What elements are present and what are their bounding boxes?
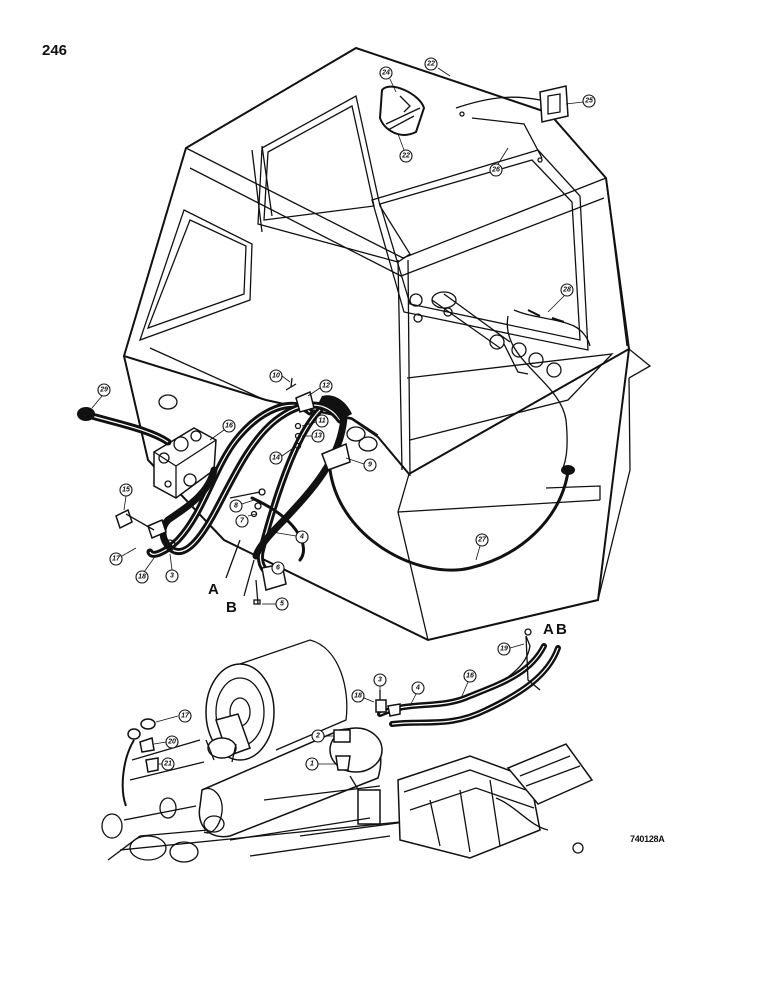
- svg-text:18: 18: [354, 693, 362, 700]
- connection-letter-b: B: [226, 599, 237, 616]
- callout-5: 5: [262, 597, 289, 611]
- svg-text:1: 1: [310, 761, 314, 768]
- callout-8: 8: [229, 499, 255, 513]
- connection-letter-a-engine: A: [543, 621, 554, 638]
- callout-1: 1: [305, 757, 336, 771]
- svg-text:20: 20: [167, 739, 176, 746]
- callout-9: 9: [345, 457, 377, 472]
- svg-text:21: 21: [163, 761, 172, 768]
- svg-text:7: 7: [240, 518, 245, 525]
- callout-17-cab: 17: [109, 547, 137, 566]
- callout-12: 12: [307, 379, 333, 397]
- svg-text:14: 14: [272, 455, 280, 462]
- svg-text:11: 11: [318, 418, 325, 425]
- svg-text:12: 12: [322, 383, 330, 390]
- callout-14: 14: [269, 445, 297, 465]
- connection-letter-a: A: [208, 581, 219, 598]
- callout-20: 20: [153, 735, 179, 749]
- callout-layer: 22 24 22 25 26 28: [91, 57, 596, 771]
- callout-24: 24: [379, 66, 397, 93]
- page-number: 246: [42, 42, 68, 59]
- callout-4-engine: 4: [409, 681, 425, 707]
- svg-text:5: 5: [280, 601, 284, 608]
- svg-text:3: 3: [378, 677, 382, 684]
- engine-and-transmission: [101, 628, 594, 863]
- svg-text:4: 4: [299, 534, 304, 541]
- callout-19: 19: [497, 642, 525, 656]
- cab-structure: [122, 46, 652, 642]
- svg-text:19: 19: [500, 646, 508, 653]
- callout-11: 11: [301, 414, 329, 428]
- connection-letter-b-engine: B: [556, 621, 567, 638]
- svg-text:8: 8: [234, 503, 238, 510]
- callout-25: 25: [565, 94, 596, 108]
- callout-18-engine: 18: [351, 689, 375, 703]
- callout-26: 26: [489, 147, 509, 177]
- svg-text:9: 9: [368, 462, 372, 469]
- callout-22-top: 22: [424, 57, 451, 77]
- svg-text:29: 29: [99, 387, 108, 394]
- callout-3-cab: 3: [165, 553, 179, 583]
- svg-text:22: 22: [401, 153, 410, 160]
- svg-text:24: 24: [381, 70, 390, 77]
- svg-text:17: 17: [112, 556, 121, 563]
- callout-22-lower: 22: [397, 133, 413, 163]
- callout-18-cab: 18: [135, 557, 155, 584]
- callout-21: 21: [158, 757, 175, 771]
- svg-text:16: 16: [225, 423, 233, 430]
- svg-text:28: 28: [562, 287, 571, 294]
- svg-text:15: 15: [122, 487, 130, 494]
- callout-16-cab: 16: [209, 419, 236, 441]
- svg-text:27: 27: [477, 537, 487, 544]
- svg-text:25: 25: [584, 98, 593, 105]
- svg-text:10: 10: [272, 373, 280, 380]
- svg-text:6: 6: [276, 565, 280, 572]
- svg-text:16: 16: [466, 673, 474, 680]
- callout-4-cab: 4: [271, 530, 309, 544]
- callout-2: 2: [311, 729, 334, 743]
- svg-text:2: 2: [315, 733, 320, 740]
- callout-7: 7: [235, 513, 257, 528]
- callout-17-engine: 17: [155, 709, 192, 723]
- svg-text:17: 17: [181, 713, 190, 720]
- svg-text:26: 26: [491, 167, 500, 174]
- heater-assembly: [77, 377, 570, 605]
- callout-29: 29: [91, 383, 111, 409]
- svg-text:22: 22: [426, 61, 435, 68]
- svg-text:13: 13: [314, 433, 322, 440]
- callout-10: 10: [269, 369, 291, 383]
- figure-code: 740128A: [630, 834, 665, 844]
- svg-text:3: 3: [170, 573, 174, 580]
- callout-16-engine: 16: [461, 669, 477, 697]
- callout-13: 13: [302, 429, 325, 443]
- callout-6: 6: [271, 561, 285, 575]
- svg-text:4: 4: [415, 685, 420, 692]
- callout-15: 15: [119, 483, 133, 511]
- callout-27: 27: [475, 533, 489, 561]
- callout-3-engine: 3: [373, 673, 387, 694]
- svg-text:18: 18: [138, 574, 146, 581]
- callout-28: 28: [547, 283, 574, 313]
